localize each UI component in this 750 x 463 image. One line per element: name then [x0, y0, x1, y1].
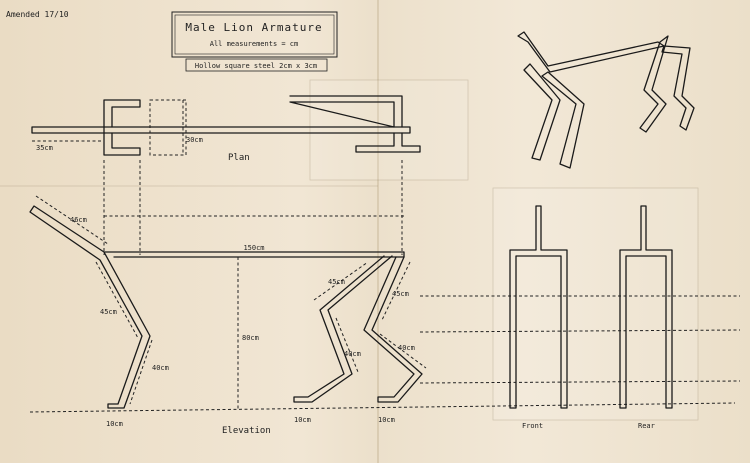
- sketch-back-leg-right: [661, 45, 695, 131]
- elevation-back-leg-right: [363, 256, 423, 403]
- dim-plan-30: 30cm: [186, 136, 203, 144]
- elevation-back-leg-left: [293, 255, 393, 403]
- title-box: Male Lion Armature All measurements = cm: [171, 11, 338, 58]
- rear-frame: [619, 205, 673, 409]
- plan-rear-fork: [289, 95, 421, 153]
- sketch-front-leg-right: [541, 71, 585, 169]
- dim-back-left-upper-line: [313, 261, 369, 301]
- dim-neck-line: [35, 195, 109, 245]
- elevation-spine: [103, 251, 405, 258]
- dim-front-leg-45: 45cm: [100, 308, 117, 316]
- dim-plan-35: 35cm: [36, 144, 53, 152]
- isometric-sketch: [517, 31, 695, 169]
- plan-front-fork: [103, 99, 141, 156]
- elevation-view: 150cm 46cm 45cm 40cm 10cm 80cm 45cm 40cm…: [29, 195, 736, 436]
- material-box: Hollow square steel 2cm x 3cm: [185, 58, 328, 72]
- rear-label: Rear: [638, 422, 655, 430]
- dim-front-upper-line: [95, 261, 139, 339]
- front-view: Front: [419, 205, 741, 430]
- dim-neck-46: 46cm: [70, 216, 87, 224]
- elevation-label: Elevation: [222, 426, 271, 436]
- dim-back-right-lower-line: [379, 333, 427, 369]
- dim-back-left-lower-line: [335, 317, 359, 373]
- measurement-units: All measurements = cm: [210, 40, 299, 48]
- drawing-title: Male Lion Armature: [185, 21, 322, 34]
- dim-front-lower-line: [129, 339, 153, 405]
- sketch-spine: [517, 31, 665, 73]
- plan-chest-outline: [149, 99, 187, 156]
- front-label: Front: [522, 422, 543, 430]
- plan-spine: [31, 126, 411, 134]
- pasted-paper-front-rear: [492, 187, 699, 421]
- pasted-paper-plan: [309, 79, 469, 181]
- sketch-front-leg-left: [523, 63, 561, 161]
- dim-back-leg-right-45: 45cm: [392, 290, 409, 298]
- dim-back-leg-left-45: 45cm: [328, 278, 345, 286]
- plan-view: 35cm 30cm Plan: [31, 95, 421, 255]
- rear-view: Rear: [619, 205, 673, 430]
- sketch-back-leg-left: [639, 35, 669, 133]
- front-frame: [509, 205, 568, 409]
- dim-back-leg-right-40: 40cm: [398, 344, 415, 352]
- dim-height-80: 80cm: [242, 334, 259, 342]
- amended-note: Amended 17/10: [6, 10, 69, 19]
- dim-foot-back-right-10: 10cm: [378, 416, 395, 424]
- ground-line: [29, 402, 736, 413]
- dim-back-leg-left-40: 40cm: [344, 350, 361, 358]
- dim-foot-front-10: 10cm: [106, 420, 123, 428]
- material-spec: Hollow square steel 2cm x 3cm: [195, 62, 317, 70]
- dim-length-150: 150cm: [243, 244, 264, 252]
- dim-foot-back-left-10: 10cm: [294, 416, 311, 424]
- projection-line: [419, 380, 741, 384]
- plan-label: Plan: [228, 153, 250, 163]
- elevation-neck-front-leg: [29, 205, 151, 409]
- dim-front-leg-40: 40cm: [152, 364, 169, 372]
- projection-line: [419, 329, 741, 333]
